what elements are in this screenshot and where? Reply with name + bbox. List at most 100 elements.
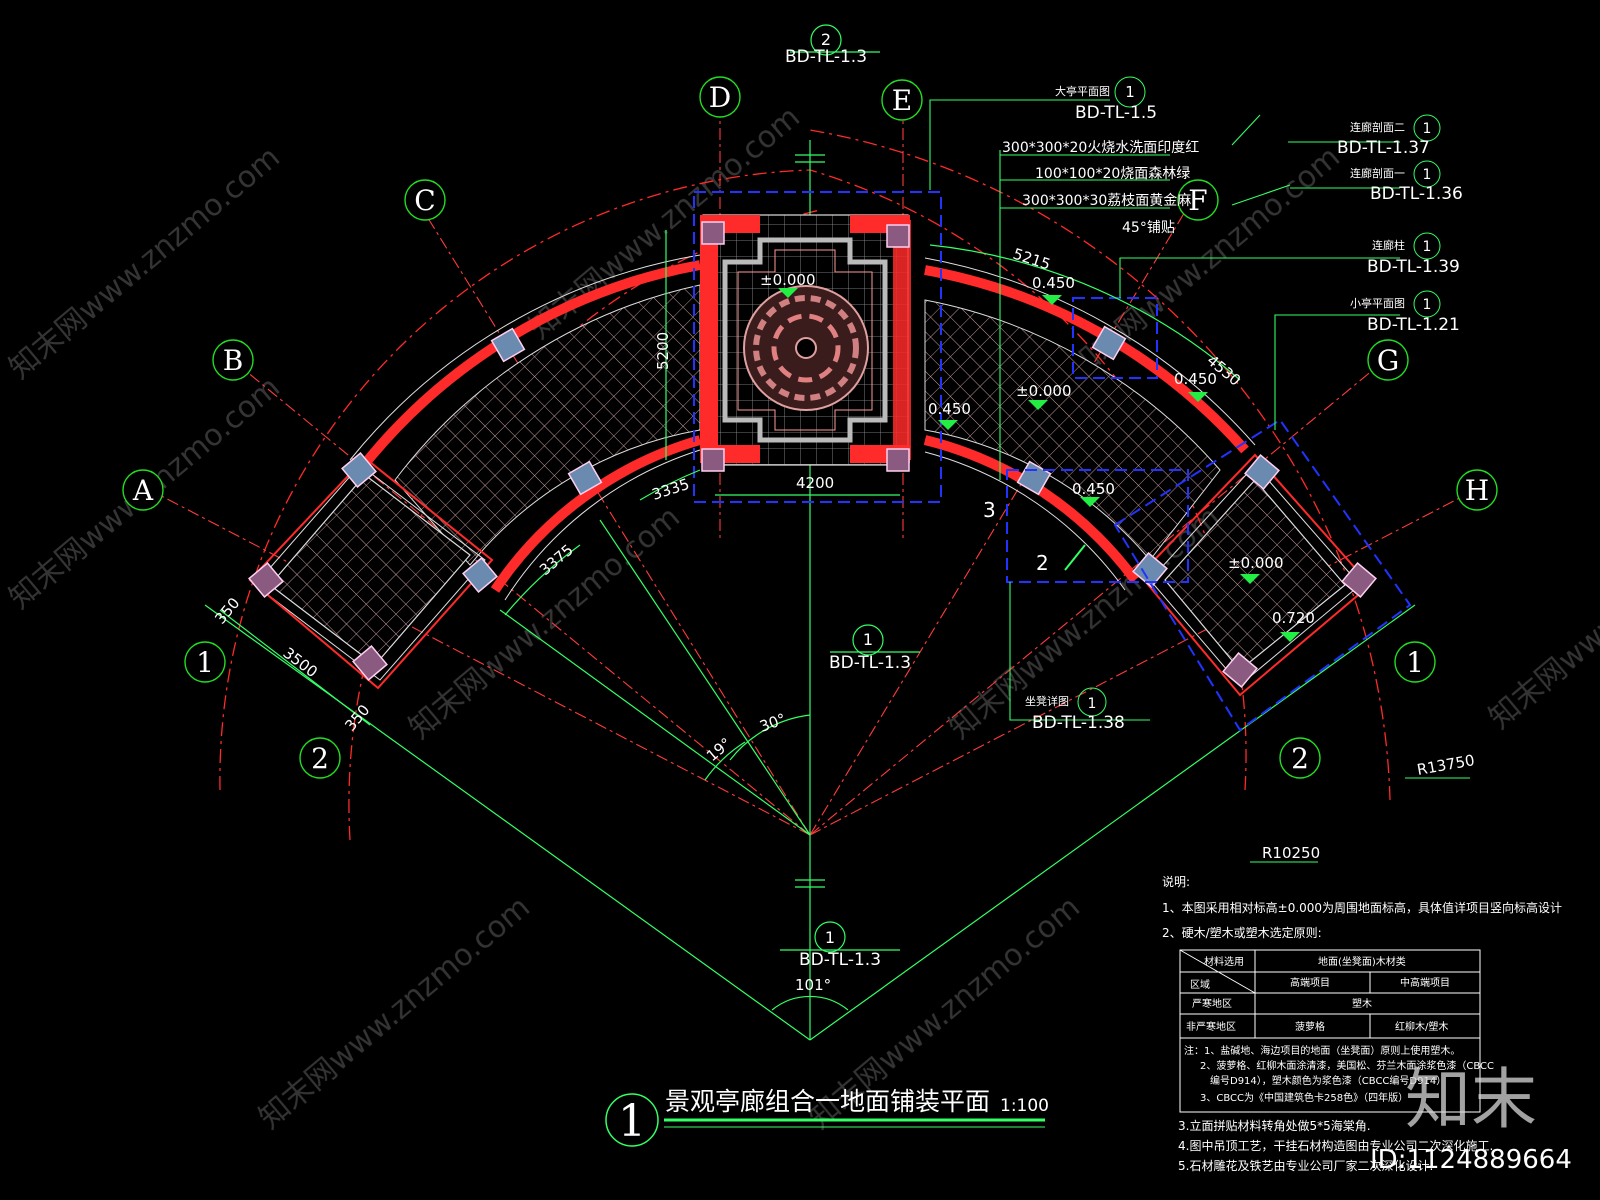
column bbox=[886, 448, 910, 472]
svg-text:A: A bbox=[132, 474, 154, 507]
notes-block: 说明: 1、本图采用相对标高±0.000为周围地面标高，具体值详项目竖向标高设计… bbox=[1162, 874, 1562, 1173]
table-note-1: 注：1、盐碱地、海边项目的地面（坐凳面）原则上使用塑木。 bbox=[1184, 1044, 1460, 1057]
section-symbols bbox=[780, 24, 920, 953]
watermark-id: ID:1124889664 bbox=[1370, 1145, 1572, 1175]
column bbox=[886, 224, 910, 248]
ref-corridor-sec2-num: 1 bbox=[1423, 121, 1432, 137]
notes-title: 说明: bbox=[1162, 874, 1190, 889]
ref-corridor-sec1-num: 1 bbox=[1423, 167, 1432, 183]
ref-corridor-sec2-label: 连廊剖面二 bbox=[1350, 120, 1405, 134]
ref-big-pavilion-num: 1 bbox=[1125, 83, 1135, 101]
material-note-1: 300*300*20火烧水洗面印度红 bbox=[1002, 140, 1199, 156]
detail-mark-3: 3 bbox=[983, 498, 996, 522]
elevation-markers bbox=[778, 288, 1300, 642]
column bbox=[248, 562, 284, 598]
detail-references: 大亭平面图 1 BD-TL-1.5 连廊剖面二 1 BD-TL-1.37 连廊剖… bbox=[1025, 76, 1463, 733]
ref-small-pavilion-code: BD-TL-1.21 bbox=[1367, 315, 1460, 335]
dim-5200: 5200 bbox=[654, 332, 672, 370]
ref-corridor-col-label: 连廊柱 bbox=[1372, 238, 1405, 252]
left-corridor-floor bbox=[394, 284, 701, 566]
column bbox=[701, 448, 725, 472]
note-1: 1、本图采用相对标高±0.000为周围地面标高，具体值详项目竖向标高设计 bbox=[1162, 900, 1562, 915]
material-note-3: 300*300*30荔枝面黄金麻 bbox=[1022, 192, 1191, 209]
table-h-region: 区域 bbox=[1190, 978, 1210, 991]
column bbox=[1341, 562, 1377, 598]
column bbox=[462, 557, 498, 593]
right-corridor-floor bbox=[924, 299, 1221, 561]
note-3: 3.立面拼贴材料转角处做5*5海棠角. bbox=[1178, 1118, 1371, 1133]
axis-bubble-a: A bbox=[122, 469, 164, 511]
material-notes: 300*300*20火烧水洗面印度红 100*100*20烧面森林绿 300*3… bbox=[1002, 140, 1199, 236]
dim-3500: 3500 bbox=[280, 644, 321, 681]
axis-bubble-2-left: 2 bbox=[299, 737, 341, 779]
svg-text:F: F bbox=[1188, 184, 1207, 217]
dim-3335: 3335 bbox=[650, 475, 692, 504]
detail-boundaries bbox=[693, 191, 1412, 732]
watermark-text: 知末网www.znzmo.com bbox=[253, 890, 537, 1136]
table-h-cat: 材料选用 bbox=[1204, 955, 1244, 968]
dim-350-a: 350 bbox=[211, 594, 243, 628]
ref-top-num: 2 bbox=[821, 30, 831, 49]
dim-r10250: R10250 bbox=[1262, 844, 1320, 862]
ref-bottom-num: 1 bbox=[825, 928, 835, 947]
note-4: 4.图中吊顶工艺，干挂石材构造图由专业公司二次深化施工. bbox=[1178, 1138, 1493, 1153]
table-r2-mid: 红柳木/塑木 bbox=[1395, 1020, 1448, 1033]
note-2: 2、硬木/塑木或塑木选定原则: bbox=[1162, 925, 1322, 940]
column bbox=[1222, 652, 1258, 688]
svg-text:D: D bbox=[709, 81, 731, 114]
axis-bubble-f: F bbox=[1177, 179, 1219, 221]
column bbox=[341, 452, 377, 488]
right-corridor-inner-band bbox=[923, 435, 1140, 583]
watermark-text: 知末网www.znzmo.com bbox=[1483, 490, 1600, 736]
left-corridor-inner-band bbox=[490, 435, 702, 593]
column bbox=[1244, 454, 1280, 490]
column bbox=[701, 221, 725, 245]
table-r2-label: 非严寒地区 bbox=[1186, 1020, 1236, 1033]
svg-text:1: 1 bbox=[1406, 646, 1424, 679]
ref-corridor-sec1-code: BD-TL-1.36 bbox=[1370, 184, 1463, 204]
axis-bubble-h: H bbox=[1456, 469, 1498, 511]
column bbox=[567, 460, 603, 496]
material-note-4: 45°铺贴 bbox=[1122, 220, 1175, 236]
table-note-4: 3、CBCC为《中国建筑色卡258色》（四年版） bbox=[1200, 1091, 1408, 1104]
center-pavilion bbox=[700, 214, 911, 466]
detail-mark-2: 2 bbox=[1036, 551, 1049, 575]
elev-center: ±0.000 bbox=[760, 271, 816, 289]
ref-corridor-sec1-label: 连廊剖面一 bbox=[1350, 166, 1405, 180]
axis-bubble-1-right: 1 bbox=[1394, 641, 1436, 683]
axis-bubble-2-right: 2 bbox=[1279, 737, 1321, 779]
table-h-high: 高端项目 bbox=[1290, 976, 1330, 989]
elev-e1: 0.450 bbox=[1032, 274, 1075, 292]
svg-text:2: 2 bbox=[1291, 742, 1309, 775]
ref-corridor-col-code: BD-TL-1.39 bbox=[1367, 257, 1460, 277]
table-note-3: 编号D914），塑木颜色为浆色漆（CBCC编号D914） bbox=[1210, 1074, 1446, 1087]
table-r1-label: 严寒地区 bbox=[1192, 997, 1232, 1010]
ref-corridor-sec2-code: BD-TL-1.37 bbox=[1337, 138, 1430, 158]
ref-small-pavilion-num: 1 bbox=[1423, 297, 1432, 313]
ref-bottom-code: BD-TL-1.3 bbox=[799, 950, 881, 970]
elev-e3: 0.450 bbox=[928, 400, 971, 418]
ref-seat-detail-label: 坐凳详图 bbox=[1025, 694, 1069, 708]
dim-r13750: R13750 bbox=[1416, 751, 1476, 779]
table-note-2: 2、菠萝格、红柳木面涂清漆，美国松、芬兰木面涂浆色漆（CBCC bbox=[1200, 1059, 1494, 1072]
elev-e4: 0.450 bbox=[1072, 480, 1115, 498]
watermark-logo: 知末 bbox=[1405, 1061, 1537, 1138]
axis-bubble-g: G bbox=[1367, 339, 1409, 381]
title-scale: 1:100 bbox=[1000, 1096, 1049, 1116]
center-axis bbox=[204, 140, 1416, 1041]
ref-seat-detail-code: BD-TL-1.38 bbox=[1032, 713, 1125, 733]
svg-text:H: H bbox=[1465, 474, 1489, 507]
watermark-text: 知末网www.znzmo.com bbox=[943, 500, 1227, 746]
table-h-group: 地面(坐凳面)木材类 bbox=[1318, 955, 1406, 968]
ref-corridor-col-num: 1 bbox=[1423, 239, 1432, 255]
axis-bubble-1-left: 1 bbox=[184, 641, 226, 683]
material-table: 材料选用 区域 地面(坐凳面)木材类 高端项目 中高端项目 严寒地区 塑木 非严… bbox=[1179, 949, 1494, 1113]
svg-text:C: C bbox=[414, 184, 435, 217]
columns bbox=[248, 221, 1377, 688]
table-r1-val: 塑木 bbox=[1352, 998, 1372, 1010]
elev-e5: 0.720 bbox=[1272, 609, 1315, 627]
dim-4200: 4200 bbox=[796, 474, 834, 492]
dimension-lines bbox=[219, 230, 1241, 1011]
column bbox=[1091, 325, 1127, 361]
